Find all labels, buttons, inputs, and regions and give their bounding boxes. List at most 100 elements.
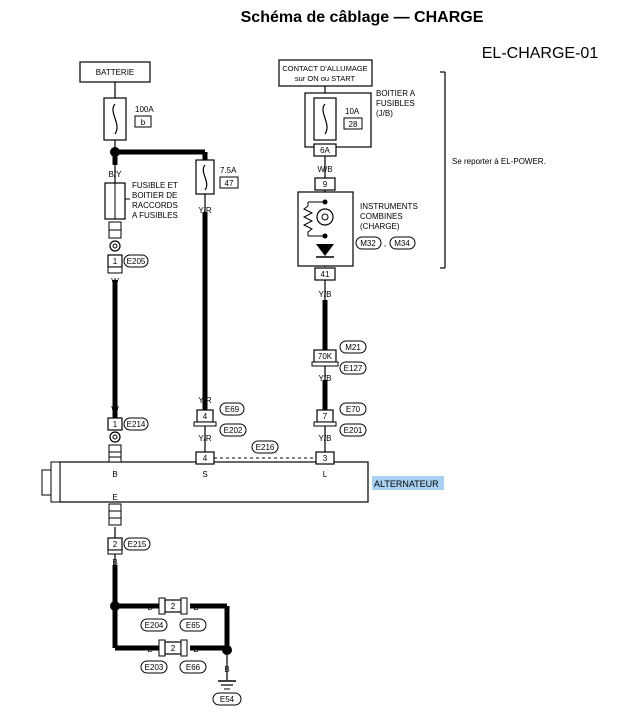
wire-label-yr-top: Y/R <box>198 206 212 215</box>
wire-label-yb-top: Y/B <box>319 290 332 299</box>
connector-e202-tag <box>219 423 247 437</box>
fusible-link-term-2 <box>108 229 122 239</box>
fuse-10a-rating: 10A <box>345 107 360 116</box>
fusible-link-term-1 <box>108 221 122 231</box>
fuse-7-5a-id: 47 <box>225 179 234 188</box>
connector-e215-label: E215 <box>128 540 147 549</box>
fuse-box-label-2: FUSIBLES <box>376 99 415 108</box>
meter-resistor-icon <box>302 202 314 236</box>
fuse-7-5a-id-box <box>219 176 239 189</box>
connector-e69-label: E69 <box>225 405 240 414</box>
fusible-link-label-4: A FUSIBLES <box>132 211 178 220</box>
page-title: Schéma de câblage — CHARGE <box>241 9 484 26</box>
connector-e205-tab <box>107 266 123 274</box>
meter-pin-41-box <box>314 267 336 281</box>
splice-ground-lower <box>222 645 232 655</box>
connector-70k-pin: 70K <box>318 352 333 361</box>
connector-m34-tag <box>389 236 416 250</box>
fuse-7-5a: 7.5A 47 <box>195 159 239 212</box>
connector-70k-tab <box>311 361 339 367</box>
connector-e214-box <box>107 417 123 431</box>
fuse-100a-element-icon <box>112 103 118 135</box>
alternator-pulley-icon <box>41 469 52 496</box>
charge-warning-lamp-icon <box>316 208 334 226</box>
connector-e70-label: E70 <box>346 405 361 414</box>
connector-e214-pin: 1 <box>113 420 118 429</box>
fuse-100a-id-box <box>134 115 152 128</box>
wire-label-yb-bottom: Y/B <box>319 434 332 443</box>
connector-e215-tag <box>123 537 151 551</box>
wire-label-wb: W/B <box>317 165 332 174</box>
ground-term-3 <box>108 517 122 526</box>
connector-e203-pin: 2 <box>171 644 176 653</box>
ground-term-1 <box>108 503 122 512</box>
alternator-terminal-e: E <box>112 493 117 502</box>
fusible-link-label-3: RACCORDS <box>132 201 178 210</box>
connector-e66-half <box>180 639 188 657</box>
reference-note: Se reporter à EL-POWER. <box>452 157 546 166</box>
fuse-10a-id: 28 <box>349 120 358 129</box>
connector-e215-tab <box>107 549 123 555</box>
ignition-switch-label-1: CONTACT D'ALLUMAGE <box>282 64 367 73</box>
connector-e214-term-1 <box>108 444 122 453</box>
wire-label-w-top: W <box>111 277 119 286</box>
connector-e205-tag <box>123 254 149 268</box>
fuse-10a-element-icon <box>322 103 328 135</box>
connector-e66-tag <box>179 660 207 674</box>
alternator-terminal-s: S <box>202 470 207 479</box>
connector-e215-pin: 2 <box>113 540 118 549</box>
wire-label-b-e204-left: B <box>147 603 152 612</box>
connector-e70-tag <box>339 402 367 416</box>
connector-e203-e66: B 2 B E203 E66 <box>140 639 207 674</box>
ignition-switch-box <box>278 59 373 87</box>
meter-label-3: (CHARGE) <box>360 222 400 231</box>
wire-label-yb-mid: Y/B <box>319 374 332 383</box>
connector-e204-e65: B 2 B E204 E65 <box>140 597 207 632</box>
connector-e65-tag <box>179 618 207 632</box>
connector-e205-pin: 1 <box>113 257 118 266</box>
alternator-label-highlight <box>372 476 444 490</box>
alternator-terminal-s-pin: 4 <box>203 454 208 463</box>
connector-6a-box <box>313 143 337 157</box>
alternator-terminal-b: B <box>112 470 117 479</box>
connector-e54-tag <box>212 692 242 706</box>
fusible-link: FUSIBLE ET BOITIER DE RACCORDS A FUSIBLE… <box>104 181 178 239</box>
diagram-code: EL-CHARGE-01 <box>482 45 599 62</box>
connector-e203-label: E203 <box>145 663 164 672</box>
connector-e69-tag <box>219 402 245 416</box>
connector-7-tab <box>313 421 337 427</box>
connector-e66-label: E66 <box>186 663 201 672</box>
fuse-box-jb: 10A 28 BOITIER A FUSIBLES (J/B) 6A <box>304 89 416 157</box>
splice-battery <box>110 147 120 157</box>
meter-pin-9-box <box>314 177 336 191</box>
fuse-10a-id-box <box>343 117 363 130</box>
connector-e201-tag <box>339 423 367 437</box>
meter-node-bottom <box>322 233 328 239</box>
fuse-100a-id: b <box>141 118 146 127</box>
ground-term-2 <box>108 510 122 519</box>
connector-m21-tag <box>339 340 367 354</box>
splice-ground-upper <box>110 601 120 611</box>
thick-wires <box>112 149 328 651</box>
connector-m34-label: M34 <box>394 239 410 248</box>
connector-e54-label: E54 <box>220 695 235 704</box>
connector-e204-tag <box>140 618 168 632</box>
connector-e127-label: E127 <box>344 364 363 373</box>
connector-separator: , <box>384 239 386 248</box>
alternator-pulley-flange <box>50 461 61 503</box>
alternator-body <box>59 461 369 503</box>
alternator-label: ALTERNATEUR <box>374 479 439 489</box>
connector-e65-label: E65 <box>186 621 201 630</box>
alternator-terminal-l: L <box>323 470 328 479</box>
wire-label-b-e215: B <box>112 558 117 567</box>
fuse-box-label-3: (J/B) <box>376 109 393 118</box>
fusible-link-label-1: FUSIBLE ET <box>132 181 178 190</box>
alternator-terminal-l-pin: 3 <box>323 454 328 463</box>
connector-e204-pin: 2 <box>171 602 176 611</box>
ground-e54: B E54 <box>212 665 242 706</box>
meter-label-1: INSTRUMENTS <box>360 202 418 211</box>
connector-m32-label: M32 <box>360 239 376 248</box>
wire-label-b-e203-right: B <box>193 645 198 654</box>
connector-e127-tag <box>339 361 367 375</box>
